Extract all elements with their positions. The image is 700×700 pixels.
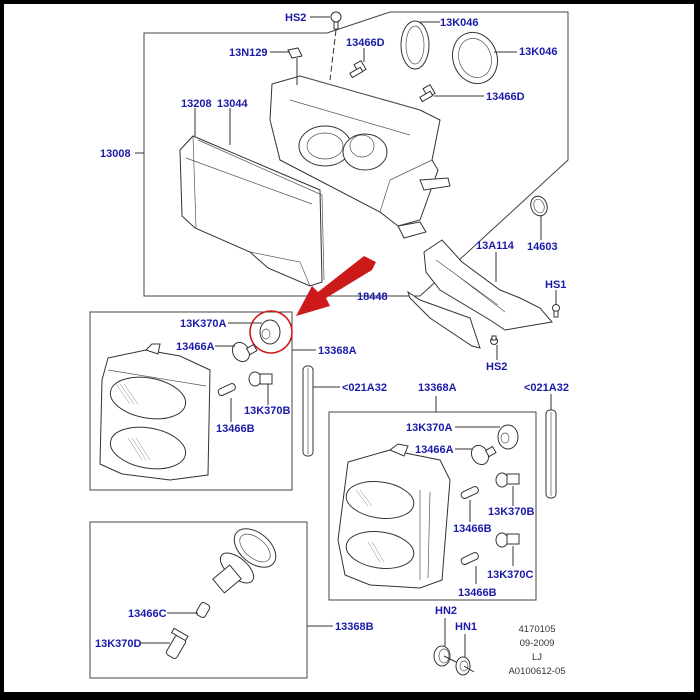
- reference-drawing-number: A0100612-05: [508, 666, 565, 677]
- foam-strip-021a32-left: <021A32: [302, 365, 387, 457]
- side-repeater-group: 13466C 13K370D 13368B: [89, 521, 374, 679]
- label-13466d-top: 13466D: [346, 37, 385, 49]
- label-021a32-left: <021A32: [342, 382, 387, 394]
- reference-date: 09-2009: [520, 638, 555, 649]
- label-13n129: 13N129: [229, 47, 268, 59]
- highlight-circle-13k370a: [249, 310, 293, 354]
- bulb-13466b-left: [217, 383, 236, 397]
- label-hs2-top: HS2: [285, 12, 306, 24]
- socket-13k370d: [165, 627, 189, 659]
- screw-hs2-top: [329, 11, 342, 81]
- label-18448: 18448: [357, 291, 388, 303]
- front-lamp-left-frame: [89, 311, 293, 491]
- repeater-housing: [212, 552, 255, 594]
- socket-13k370a-right: [497, 424, 519, 450]
- front-lamp-right-group: 13368A: [328, 382, 537, 601]
- bulb-13466b-right-b: [460, 552, 479, 566]
- reference-code: 4170105: [519, 624, 556, 635]
- bulb-13466b-right-a: [460, 486, 479, 500]
- nut-hn1: [455, 656, 475, 676]
- label-hn2: HN2: [435, 605, 457, 617]
- nut-hn2: [433, 645, 457, 667]
- bulb-13466a-right: [470, 444, 497, 466]
- bulb-13466d-right: [419, 83, 436, 103]
- label-13466c: 13466C: [128, 608, 167, 620]
- bulb-13466a-left: [231, 341, 258, 363]
- side-repeater-frame: [89, 521, 308, 679]
- bulb-13466c: [195, 602, 211, 618]
- ring-14603: [530, 195, 548, 217]
- diagram-canvas: HS2 13N129 13466D 13K046 13K046 13466D 1…: [4, 4, 694, 692]
- front-lamp-left-group: 13K370A 13466A 13368A 13K370B 13466B: [89, 310, 357, 491]
- parts-diagram: HS2 13N129 13466D 13K046 13K046 13466D 1…: [89, 11, 569, 679]
- label-13466b-left: 13466B: [216, 423, 255, 435]
- label-13466b-right-b: 13466B: [458, 587, 497, 599]
- seal-18448: [407, 290, 481, 349]
- label-13466b-right-a: 13466B: [453, 523, 492, 535]
- headlamp-group: HS2 13N129 13466D 13K046 13K046 13466D 1…: [100, 11, 569, 297]
- label-13368b: 13368B: [335, 621, 374, 633]
- cover-13k046-b: [451, 31, 499, 85]
- label-13k370a-right: 13K370A: [406, 422, 453, 434]
- label-hs1: HS1: [545, 279, 566, 291]
- bracket-group: 13A114 14603 HS1 18448 HS2: [357, 195, 566, 373]
- screw-hs1: [552, 304, 560, 318]
- label-14603: 14603: [527, 241, 558, 253]
- repeater-lens: [233, 528, 277, 568]
- label-13k370d: 13K370D: [95, 638, 142, 650]
- fasteners-group: HN2 HN1: [433, 605, 477, 676]
- screw-hs2-bottom: [490, 335, 498, 345]
- label-13k046-a: 13K046: [440, 17, 479, 29]
- label-13466a-left: 13466A: [176, 341, 215, 353]
- label-13466a-right: 13466A: [415, 444, 454, 456]
- label-13368a-left: 13368A: [318, 345, 357, 357]
- label-13008: 13008: [100, 148, 131, 160]
- label-13k370c-right: 13K370C: [487, 569, 534, 581]
- headlamp-lens-13208: [179, 135, 325, 287]
- label-13k370b-left: 13K370B: [244, 405, 291, 417]
- label-hn1: HN1: [455, 621, 477, 633]
- lamp-lens-13368a-left: [99, 343, 211, 481]
- label-13368a-right: 13368A: [418, 382, 457, 394]
- foam-strip-021a32-right: <021A32: [524, 382, 569, 499]
- front-lamp-right-frame: [328, 411, 537, 601]
- label-13k046-b: 13K046: [519, 46, 558, 58]
- bulb-13466d-top: [349, 59, 367, 79]
- reference-initials: LJ: [532, 652, 542, 663]
- label-021a32-right: <021A32: [524, 382, 569, 394]
- headlamp-housing-13008: [269, 75, 451, 239]
- bracket-13a114: [423, 239, 553, 331]
- bracket-13n129: [287, 47, 303, 59]
- label-13k370b-right: 13K370B: [488, 506, 535, 518]
- socket-13k370b-left: [248, 371, 273, 387]
- reference-block: 4170105 09-2009 LJ A0100612-05: [508, 624, 565, 677]
- headlamp-group-frame: [143, 11, 569, 297]
- label-hs2-bottom: HS2: [486, 361, 507, 373]
- label-13k370a-left: 13K370A: [180, 318, 227, 330]
- label-13044: 13044: [217, 98, 248, 110]
- label-13466d-right: 13466D: [486, 91, 525, 103]
- socket-13k370c-right: [495, 532, 520, 548]
- cover-13k046-a: [400, 20, 430, 70]
- socket-13k370a-left: [259, 319, 281, 345]
- label-13a114: 13A114: [476, 240, 515, 252]
- lamp-lens-13368a-right: [337, 443, 451, 589]
- socket-13k370b-right: [495, 472, 520, 488]
- label-13208: 13208: [181, 98, 212, 110]
- red-pointer-arrow: [296, 256, 376, 316]
